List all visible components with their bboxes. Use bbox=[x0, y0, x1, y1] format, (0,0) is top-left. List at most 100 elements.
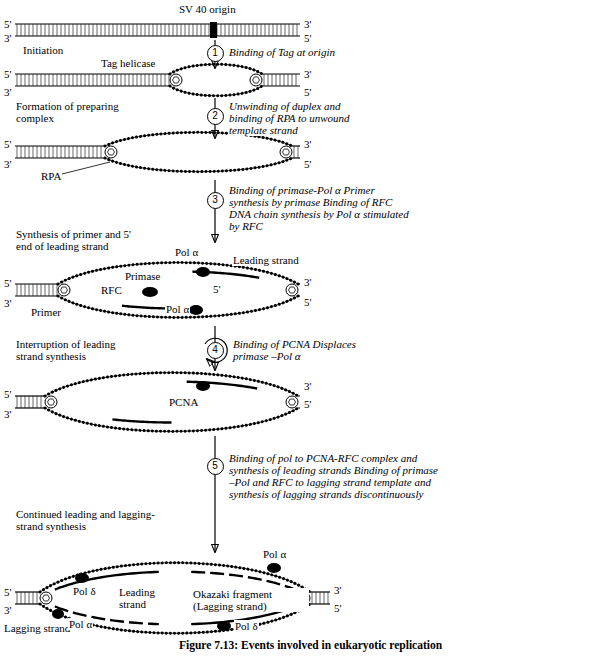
base-pair bbox=[316, 592, 317, 604]
base-pair bbox=[129, 74, 130, 86]
base-pair bbox=[153, 24, 154, 36]
base-pair bbox=[297, 24, 298, 36]
base-pair bbox=[161, 24, 162, 36]
base-pair bbox=[21, 592, 22, 604]
base-pair bbox=[105, 74, 106, 86]
rpa-bead bbox=[45, 408, 298, 431]
base-pair bbox=[41, 24, 42, 36]
base-pair bbox=[97, 74, 98, 86]
base-pair bbox=[45, 284, 46, 296]
base-pair bbox=[29, 396, 30, 408]
helicase-symbol bbox=[173, 77, 180, 83]
cycle-arrow bbox=[205, 338, 227, 362]
base-pair bbox=[65, 146, 66, 158]
end-label: 3' bbox=[333, 584, 342, 596]
protein-blob bbox=[217, 621, 231, 631]
base-pair bbox=[45, 146, 46, 158]
helicase-symbol bbox=[58, 284, 70, 296]
helicase-symbol bbox=[105, 146, 117, 158]
base-pair bbox=[161, 74, 162, 86]
base-pair bbox=[121, 24, 122, 36]
dna-strand bbox=[15, 591, 40, 592]
base-pair bbox=[29, 146, 30, 158]
base-pair bbox=[29, 284, 30, 296]
base-pair bbox=[324, 592, 325, 604]
base-pair bbox=[209, 24, 210, 36]
base-pair bbox=[298, 146, 299, 158]
base-pair bbox=[109, 74, 110, 86]
new-strand bbox=[191, 572, 295, 590]
base-pair bbox=[33, 396, 34, 408]
helicase-symbol bbox=[108, 149, 115, 155]
base-pair bbox=[85, 74, 86, 86]
dna-strand bbox=[298, 395, 300, 396]
base-pair bbox=[85, 146, 86, 158]
helicase-symbol bbox=[280, 146, 292, 158]
end-label: 5' bbox=[3, 68, 12, 80]
end-label: 5' bbox=[3, 388, 12, 400]
protein-blob bbox=[196, 381, 210, 391]
base-pair bbox=[328, 592, 329, 604]
helicase-symbol bbox=[250, 74, 262, 86]
base-pair bbox=[149, 24, 150, 36]
base-pair bbox=[45, 74, 46, 86]
base-pair bbox=[57, 146, 58, 158]
rpa-bead bbox=[45, 373, 298, 396]
base-pair bbox=[41, 284, 42, 296]
base-pair bbox=[165, 74, 166, 86]
base-pair bbox=[17, 146, 18, 158]
base-pair bbox=[81, 74, 82, 86]
base-pair bbox=[229, 24, 230, 36]
base-pair bbox=[145, 24, 146, 36]
base-pair bbox=[37, 396, 38, 408]
dna-strand bbox=[15, 603, 40, 604]
base-pair bbox=[69, 24, 70, 36]
helicase-symbol bbox=[45, 396, 57, 408]
base-pair bbox=[292, 74, 293, 86]
base-pair bbox=[77, 74, 78, 86]
base-pair bbox=[149, 74, 150, 86]
base-pair bbox=[93, 24, 94, 36]
protein-label: Tag helicase bbox=[100, 57, 157, 69]
step-circle: 5 bbox=[207, 458, 224, 475]
step-circle: 2 bbox=[207, 108, 224, 125]
base-pair bbox=[117, 74, 118, 86]
end-label: 3' bbox=[3, 86, 12, 98]
base-pair bbox=[101, 74, 102, 86]
end-label: 5' bbox=[303, 86, 312, 98]
base-pair bbox=[89, 24, 90, 36]
base-pair bbox=[89, 74, 90, 86]
strand-label: Primer bbox=[30, 306, 62, 318]
dna-strand bbox=[15, 73, 170, 74]
base-pair bbox=[29, 74, 30, 86]
base-pair bbox=[17, 284, 18, 296]
base-pair bbox=[49, 24, 50, 36]
origin-label: SV 40 origin bbox=[178, 3, 237, 15]
base-pair bbox=[293, 24, 294, 36]
protein-blob bbox=[196, 267, 210, 277]
dna-strand bbox=[15, 395, 45, 396]
stage-label: Continued leading and lagging- strand sy… bbox=[15, 508, 157, 532]
end-label: 5' bbox=[303, 158, 312, 170]
base-pair bbox=[241, 24, 242, 36]
protein-blob bbox=[267, 563, 281, 573]
base-pair bbox=[25, 284, 26, 296]
base-pair bbox=[141, 24, 142, 36]
protein-label: Pol α bbox=[262, 548, 287, 560]
new-strand bbox=[112, 419, 171, 422]
base-pair bbox=[205, 24, 206, 36]
base-pair bbox=[25, 592, 26, 604]
dna-strand bbox=[15, 145, 105, 146]
protein-label: Primase bbox=[124, 270, 161, 282]
base-pair bbox=[105, 24, 106, 36]
dna-strand bbox=[292, 157, 300, 158]
base-pair bbox=[17, 396, 18, 408]
base-pair bbox=[53, 146, 54, 158]
base-pair bbox=[189, 24, 190, 36]
base-pair bbox=[249, 24, 250, 36]
base-pair bbox=[97, 146, 98, 158]
base-pair bbox=[73, 24, 74, 36]
helicase-symbol bbox=[61, 287, 68, 293]
base-pair bbox=[113, 24, 114, 36]
end-label: 5' bbox=[3, 138, 12, 150]
